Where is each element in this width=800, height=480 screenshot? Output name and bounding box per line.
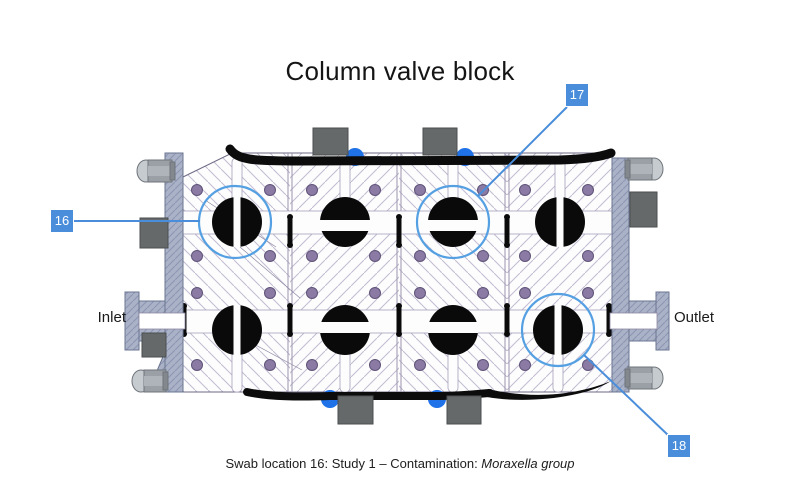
figure-title: Column valve block bbox=[285, 56, 515, 86]
channel-seals bbox=[181, 214, 612, 337]
outlet-flange bbox=[655, 291, 670, 351]
hex-bolt-bottom-left bbox=[131, 369, 169, 393]
right-end-cap bbox=[611, 157, 630, 393]
swab-circle-18 bbox=[520, 292, 596, 368]
pipe-bores bbox=[138, 312, 658, 330]
hex-bolt-top-left bbox=[136, 159, 176, 183]
swab-circle-17 bbox=[415, 184, 491, 260]
top-gasket bbox=[225, 144, 616, 166]
callout-18: 18 bbox=[667, 434, 691, 458]
valve-ports bbox=[212, 197, 585, 355]
valve-stems bbox=[231, 157, 566, 393]
callout-17: 17 bbox=[565, 83, 589, 107]
mounting-blocks bbox=[139, 127, 658, 425]
hex-bolt-bottom-right bbox=[624, 366, 664, 390]
left-end-cap bbox=[164, 152, 184, 393]
leader-18 bbox=[583, 354, 670, 437]
section-dividers bbox=[287, 153, 510, 392]
callout-leaders bbox=[74, 106, 670, 437]
caption-text: Swab location 16: Study 1 – Contaminatio… bbox=[225, 456, 482, 471]
bottom-gasket bbox=[243, 381, 611, 408]
hex-bolts bbox=[131, 157, 664, 393]
caption-contaminant: Moraxella group bbox=[481, 456, 575, 471]
hex-bolt-top-right bbox=[624, 157, 664, 181]
figure-caption: Swab location 16: Study 1 – Contaminatio… bbox=[0, 456, 800, 471]
bolt-holes bbox=[191, 184, 594, 371]
inlet-flange bbox=[124, 291, 140, 351]
leader-17 bbox=[477, 106, 568, 197]
inlet-label: Inlet bbox=[97, 309, 126, 326]
callout-16: 16 bbox=[50, 209, 74, 233]
outlet-label: Outlet bbox=[674, 309, 715, 326]
